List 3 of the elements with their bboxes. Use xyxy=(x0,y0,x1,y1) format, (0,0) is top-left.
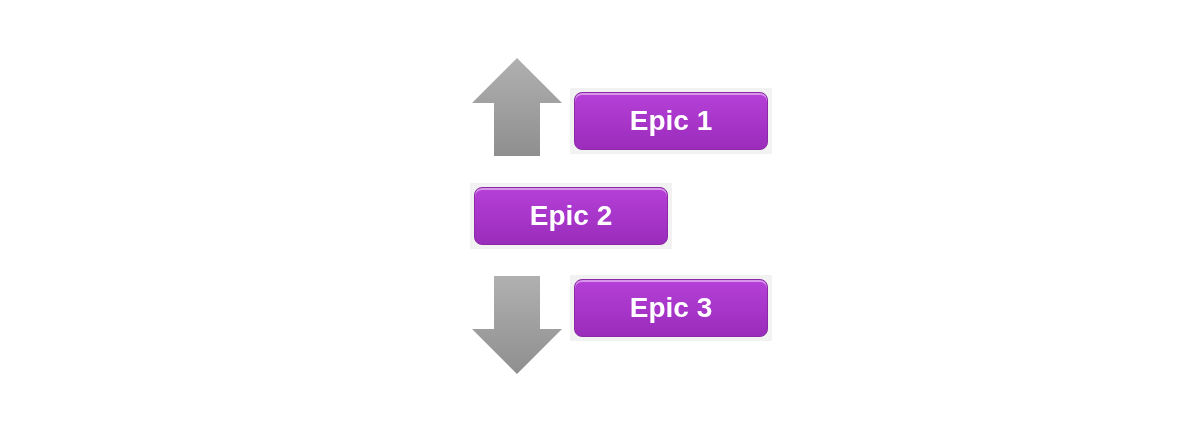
epic-box: Epic 3 xyxy=(574,279,768,337)
epic-box: Epic 2 xyxy=(474,187,668,245)
epic-box: Epic 1 xyxy=(574,92,768,150)
